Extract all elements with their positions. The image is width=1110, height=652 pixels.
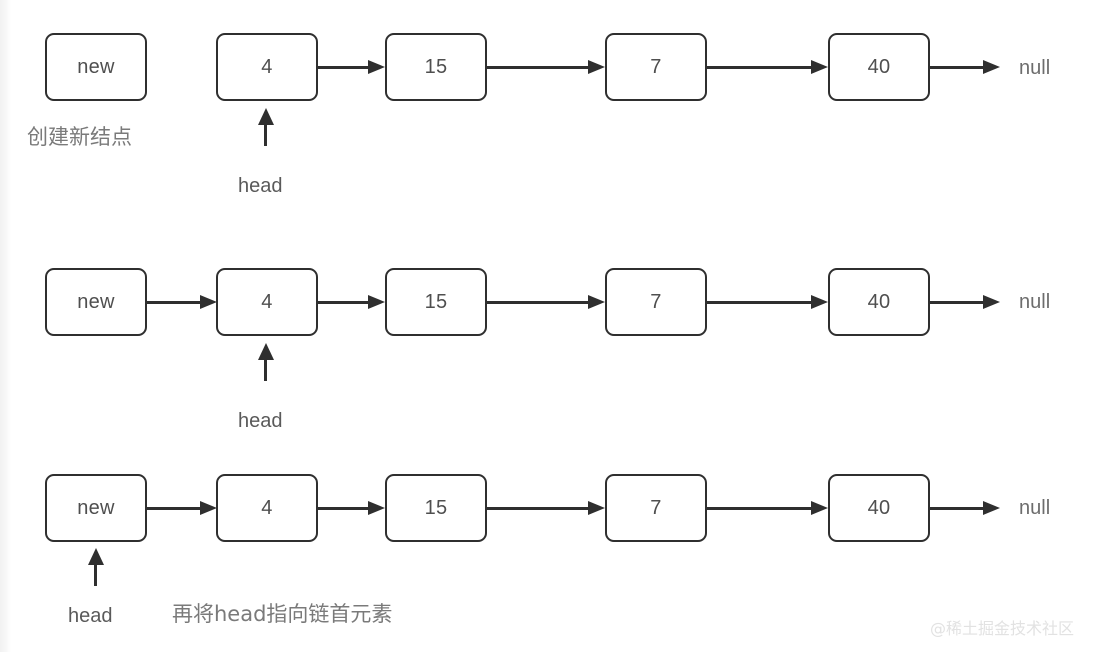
node-40-row1: 40 — [828, 33, 930, 101]
link-arrow-7-to-40-row1 — [707, 60, 828, 74]
arrow-head — [811, 60, 828, 74]
arrow-shaft — [147, 301, 200, 304]
node-4-row3: 4 — [216, 474, 318, 542]
head-label-row1: head — [238, 175, 283, 197]
arrow-stem — [94, 562, 98, 586]
node-value: 7 — [650, 497, 662, 519]
link-arrow-15-to-7-row2 — [487, 295, 605, 309]
node-7-row2: 7 — [605, 268, 707, 336]
node-value: 40 — [867, 56, 891, 78]
node-value: 40 — [867, 291, 891, 313]
arrow-head — [368, 501, 385, 515]
arrow-shaft — [487, 301, 588, 304]
node-value: 7 — [650, 56, 662, 78]
arrow-stem — [264, 357, 268, 381]
node-40-row2: 40 — [828, 268, 930, 336]
arrow-shaft — [147, 507, 200, 510]
caption-row1: 创建新结点 — [27, 125, 132, 149]
arrow-shaft — [318, 301, 368, 304]
null-label-row2: null — [1019, 291, 1051, 313]
head-label-row3: head — [68, 605, 113, 627]
arrow-head — [588, 60, 605, 74]
link-arrow-40-to-null-row1 — [929, 60, 1000, 74]
arrow-tip — [258, 343, 274, 360]
arrow-head — [811, 295, 828, 309]
arrow-shaft — [929, 507, 983, 510]
arrow-stem — [264, 122, 268, 146]
arrow-head — [588, 295, 605, 309]
arrow-tip — [88, 548, 104, 565]
arrow-shaft — [318, 507, 368, 510]
node-7-row1: 7 — [605, 33, 707, 101]
node-15-row3: 15 — [385, 474, 487, 542]
arrow-shaft — [707, 301, 811, 304]
node-value: 15 — [424, 497, 448, 519]
head-label-row2: head — [238, 410, 283, 432]
link-arrow-15-to-7-row1 — [487, 60, 605, 74]
arrow-shaft — [318, 66, 368, 69]
node-4-row2: 4 — [216, 268, 318, 336]
head-pointer-arrow-row1 — [258, 108, 274, 146]
link-arrow-4-to-15-row3 — [318, 501, 385, 515]
node-value: 4 — [261, 497, 273, 519]
node-value: 4 — [261, 56, 273, 78]
node-value: 15 — [424, 291, 448, 313]
arrow-shaft — [487, 507, 588, 510]
arrow-head — [983, 295, 1000, 309]
link-arrow-4-to-15-row2 — [318, 295, 385, 309]
arrow-shaft — [707, 507, 811, 510]
arrow-head — [200, 295, 217, 309]
arrow-head — [588, 501, 605, 515]
head-pointer-arrow-row2 — [258, 343, 274, 381]
arrow-head — [983, 60, 1000, 74]
node-new-row2: new — [45, 268, 147, 336]
link-arrow-new-to-4-row2 — [147, 295, 217, 309]
node-15-row2: 15 — [385, 268, 487, 336]
node-value: 40 — [867, 497, 891, 519]
link-arrow-15-to-7-row3 — [487, 501, 605, 515]
node-new-row3: new — [45, 474, 147, 542]
node-value: new — [77, 291, 115, 313]
arrow-head — [368, 295, 385, 309]
head-pointer-arrow-row3 — [88, 548, 104, 586]
arrow-shaft — [929, 301, 983, 304]
arrow-shaft — [929, 66, 983, 69]
node-7-row3: 7 — [605, 474, 707, 542]
node-40-row3: 40 — [828, 474, 930, 542]
caption-row3: 再将head指向链首元素 — [172, 602, 393, 626]
arrow-head — [200, 501, 217, 515]
watermark: @稀土掘金技术社区 — [930, 619, 1075, 638]
node-value: new — [77, 56, 115, 78]
link-arrow-7-to-40-row3 — [707, 501, 828, 515]
link-arrow-40-to-null-row2 — [929, 295, 1000, 309]
link-arrow-4-to-15-row1 — [318, 60, 385, 74]
arrow-head — [811, 501, 828, 515]
node-new-row1: new — [45, 33, 147, 101]
arrow-head — [368, 60, 385, 74]
node-4-row1: 4 — [216, 33, 318, 101]
arrow-shaft — [487, 66, 588, 69]
null-label-row1: null — [1019, 57, 1051, 79]
null-label-row3: null — [1019, 497, 1051, 519]
arrow-head — [983, 501, 1000, 515]
node-value: new — [77, 497, 115, 519]
link-arrow-40-to-null-row3 — [929, 501, 1000, 515]
node-15-row1: 15 — [385, 33, 487, 101]
arrow-shaft — [707, 66, 811, 69]
link-arrow-7-to-40-row2 — [707, 295, 828, 309]
arrow-tip — [258, 108, 274, 125]
node-value: 4 — [261, 291, 273, 313]
node-value: 7 — [650, 291, 662, 313]
node-value: 15 — [424, 56, 448, 78]
link-arrow-new-to-4-row3 — [147, 501, 217, 515]
